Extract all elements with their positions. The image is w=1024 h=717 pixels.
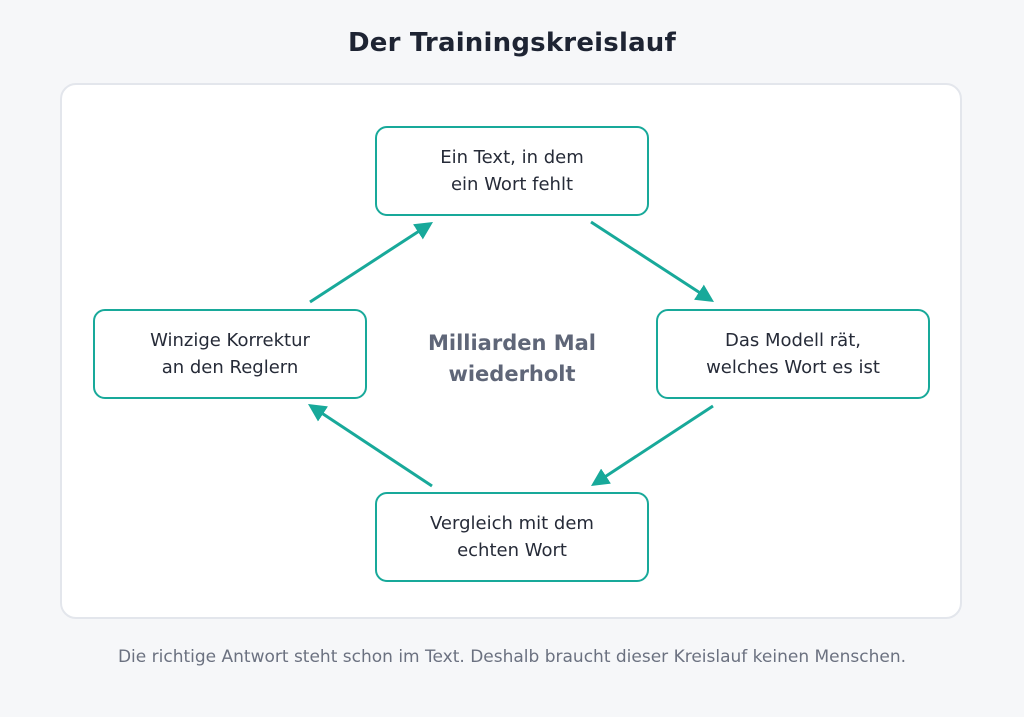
caption: Die richtige Antwort steht schon im Text…: [117, 647, 907, 667]
node-tiny-correction: Winzige Korrektur an den Reglern: [93, 309, 367, 399]
node-text-line: echten Wort: [457, 540, 567, 561]
node-model-guesses: Das Modell rät, welches Wort es ist: [656, 309, 930, 399]
node-text-line: Vergleich mit dem: [430, 513, 594, 534]
node-compare-real-word: Vergleich mit dem echten Wort: [375, 492, 649, 582]
node-text-line: welches Wort es ist: [706, 357, 880, 378]
node-text-line: Das Modell rät,: [725, 330, 861, 351]
center-label-line: wiederholt: [448, 362, 576, 386]
node-text-line: Ein Text, in dem: [440, 147, 584, 168]
node-text-with-missing-word: Ein Text, in dem ein Wort fehlt: [375, 126, 649, 216]
page-title: Der Trainingskreislauf: [347, 28, 677, 58]
node-text-line: Winzige Korrektur: [150, 330, 310, 351]
node-text-line: ein Wort fehlt: [450, 174, 574, 195]
node-text-line: an den Reglern: [161, 357, 299, 378]
center-label: Milliarden Mal wiederholt: [392, 328, 632, 390]
center-label-line: Milliarden Mal: [427, 331, 597, 355]
